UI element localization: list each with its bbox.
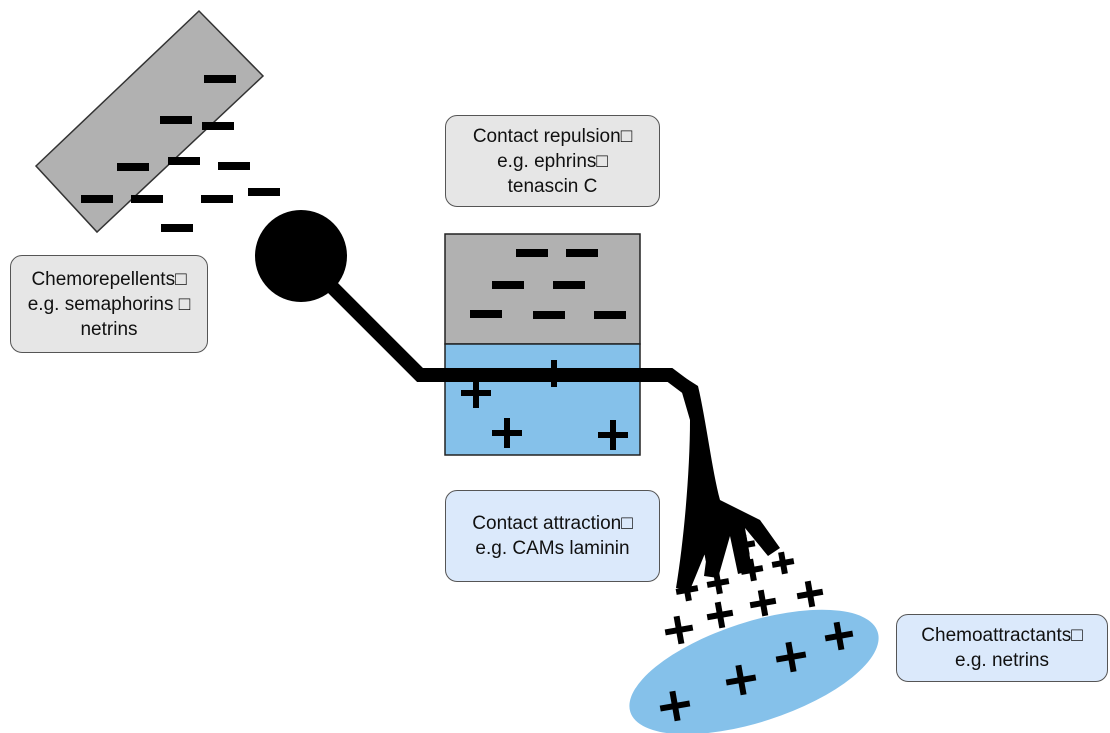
positive-charge xyxy=(796,580,824,608)
negative-charge xyxy=(81,195,113,203)
contact-attraction-label: Contact attraction□ e.g. CAMs laminin xyxy=(445,490,660,582)
negative-charge xyxy=(160,116,192,124)
positive-charge xyxy=(659,690,691,722)
negative-charge xyxy=(131,195,163,203)
contact-repulsion-title: Contact repulsion□ xyxy=(472,125,633,147)
chemoattractants-label: Chemoattractants□ e.g. netrins xyxy=(896,614,1108,682)
chemoattractant-source xyxy=(629,609,879,733)
chemorepellents-title: Chemorepellents□ xyxy=(31,268,187,290)
neuron xyxy=(255,210,780,590)
contact-repulsion-label: Contact repulsion□ e.g. ephrins□ tenasci… xyxy=(445,115,660,207)
negative-charge xyxy=(218,162,250,170)
negative-charge xyxy=(248,188,280,196)
positive-charge xyxy=(492,418,522,448)
growth-cone xyxy=(676,372,780,590)
contact-repulsion-example-2: tenascin C xyxy=(507,175,598,197)
negative-charge xyxy=(566,249,598,257)
negative-charge xyxy=(161,224,193,232)
negative-charge xyxy=(201,195,233,203)
negative-charge xyxy=(470,310,502,318)
positive-charge xyxy=(461,378,491,408)
chemorepellents-example-2: netrins xyxy=(80,318,138,340)
positive-charge xyxy=(824,621,854,651)
positive-charge xyxy=(706,571,730,595)
chemorepellent-source xyxy=(34,9,265,234)
positive-charge xyxy=(734,534,756,556)
negative-charge xyxy=(492,281,524,289)
positive-charge xyxy=(740,558,764,582)
chemoattractant-positive-charges xyxy=(659,534,854,722)
contact-attraction-positive-charges xyxy=(461,378,628,450)
negative-charge xyxy=(168,157,200,165)
chemoattractants-title: Chemoattractants□ xyxy=(921,625,1083,646)
contact-attraction-example: e.g. CAMs laminin xyxy=(475,538,630,559)
chemorepellent-negative-charges xyxy=(81,75,280,232)
negative-charge xyxy=(202,122,234,130)
positive-charge xyxy=(598,420,628,450)
positive-charge xyxy=(696,540,718,562)
contact-attraction-title: Contact attraction□ xyxy=(472,513,633,534)
contact-repulsion-example-1: e.g. ephrins□ xyxy=(497,150,608,172)
positive-charge xyxy=(706,601,734,629)
negative-charge xyxy=(553,281,585,289)
positive-charge xyxy=(675,578,699,602)
negative-charge xyxy=(117,163,149,171)
axon-tick xyxy=(551,360,557,387)
negative-charge xyxy=(533,311,565,319)
negative-charge xyxy=(516,249,548,257)
positive-charge xyxy=(664,615,694,645)
chemoattractants-example: e.g. netrins xyxy=(955,650,1049,671)
positive-charge xyxy=(749,589,777,617)
positive-charge xyxy=(775,641,807,673)
positive-charge xyxy=(771,551,795,575)
negative-charge xyxy=(594,311,626,319)
negative-charge xyxy=(204,75,236,83)
chemorepellents-example-1: e.g. semaphorins □ xyxy=(27,293,191,315)
contact-repulsion-negative-charges xyxy=(470,249,626,319)
positive-charge xyxy=(725,664,757,696)
chemorepellents-label: Chemorepellents□ e.g. semaphorins □ netr… xyxy=(10,255,208,353)
